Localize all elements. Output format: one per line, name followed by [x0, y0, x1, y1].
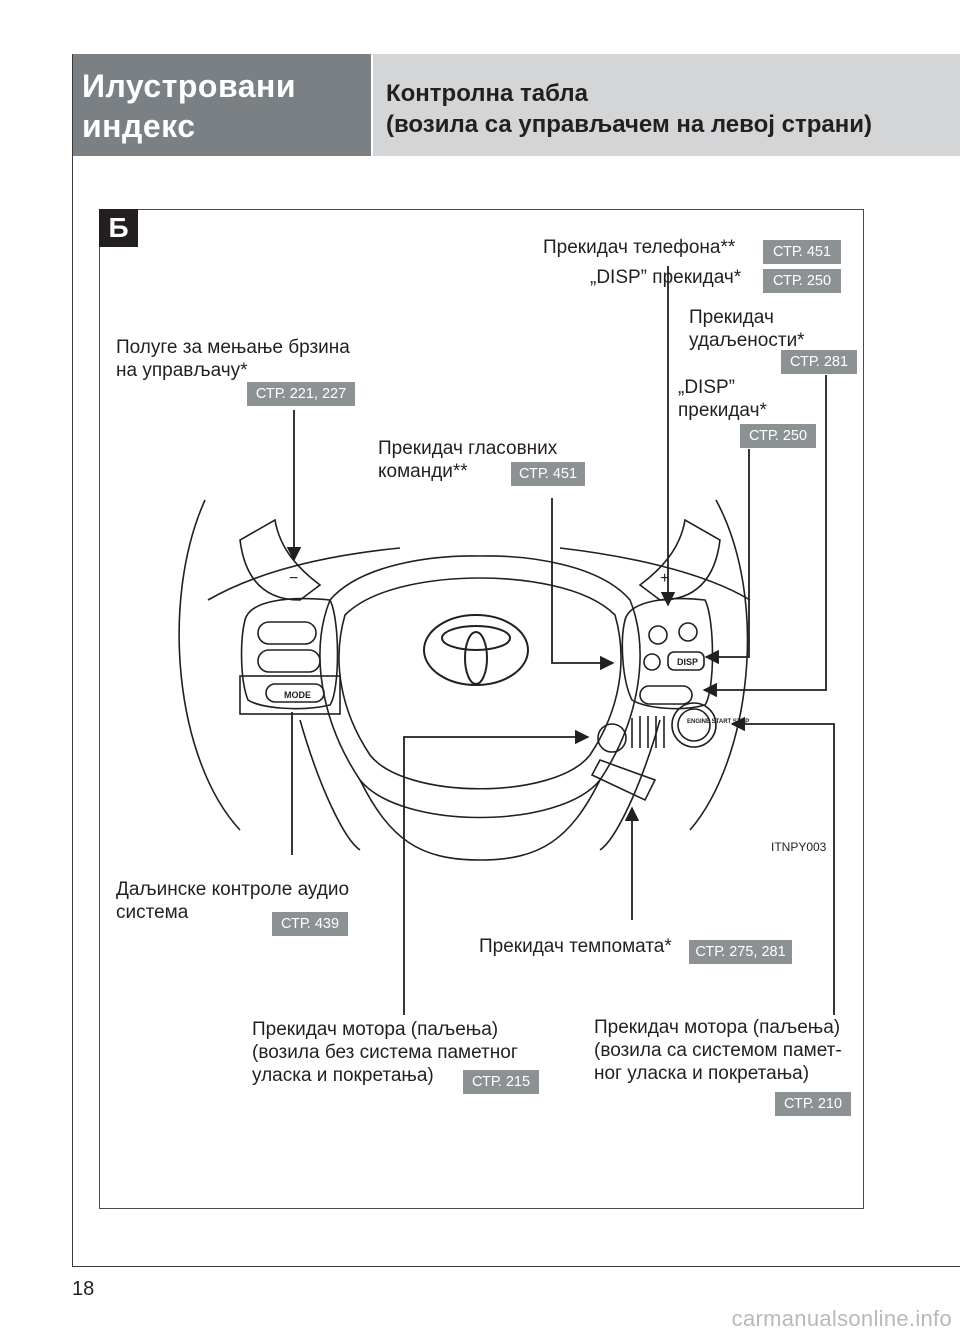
label-cruise-switch: Прекидач темпомата*: [479, 936, 672, 957]
section-title-line2: индекс: [82, 108, 196, 144]
ref-disp-top[interactable]: СТР. 250: [763, 269, 841, 293]
ref-voice[interactable]: СТР. 451: [511, 462, 585, 486]
mode-label: MODE: [284, 690, 311, 700]
label-engine-nosmart-line2: (возила без система паметног: [252, 1042, 518, 1063]
diagram-code: ITNPY003: [771, 840, 827, 854]
label-engine-switch-no-smart: Прекидач мотора (паљења) (возила без сис…: [252, 1018, 518, 1087]
label-distance-line1: Прекидач: [689, 307, 774, 328]
section-header: Илустровани индекс: [73, 54, 371, 156]
panel-letter-tab: Б: [99, 209, 138, 247]
page-number: 18: [72, 1278, 95, 1300]
start-stop-button: [671, 702, 717, 748]
label-audio-line1: Даљинске контроле аудио: [116, 879, 350, 900]
page-title-line1: Контролна табла: [386, 80, 588, 107]
cruise-control-lever: [590, 759, 657, 802]
leader-distance: [702, 375, 827, 698]
left-switch-cluster: [240, 597, 339, 710]
left-paddle: [239, 518, 322, 601]
right-paddle: [638, 518, 721, 601]
label-engine-switch-smart: Прекидач мотора (паљења) (возила са сист…: [594, 1016, 842, 1085]
leader-voice: [551, 498, 615, 671]
steering-wheel: [178, 499, 751, 861]
label-phone-switch: Прекидач телефона**: [543, 237, 736, 258]
label-voice-line2: команди**: [378, 461, 468, 482]
label-engine-smart-line1: Прекидач мотора (паљења): [594, 1017, 841, 1038]
leader-engine-smart: [730, 716, 835, 1015]
paddle-plus: +: [660, 570, 669, 587]
ref-cruise[interactable]: СТР. 275, 281: [689, 940, 792, 964]
leader-disp: [704, 449, 750, 665]
label-paddle-line1: Полуге за мењање брзина: [116, 337, 350, 358]
wheel-markings: MODE DISP ENGINE START STOP − + ITNPY003: [284, 570, 827, 854]
label-disp-line2: прекидач*: [678, 400, 767, 421]
start-stop-label: ENGINE START STOP: [687, 719, 749, 725]
label-audio-remote: Даљинске контроле аудио система: [116, 878, 349, 924]
label-engine-nosmart-line1: Прекидач мотора (паљења): [252, 1019, 499, 1040]
section-title-line1: Илустровани: [82, 68, 297, 104]
leader-lines: [286, 266, 835, 1015]
label-paddle-shifters: Полуге за мењање брзина на управљачу*: [116, 336, 350, 382]
label-engine-smart-line2: (возила са системом памет-: [594, 1040, 842, 1061]
toyota-logo-icon: [423, 614, 529, 686]
section-title: Илустровани индекс: [82, 66, 296, 146]
page-frame-left: [72, 54, 73, 1267]
watermark: carmanualsonline.info: [731, 1306, 952, 1331]
label-voice-line1: Прекидач гласовних: [378, 438, 558, 459]
label-audio-line2: система: [116, 902, 189, 923]
ref-disp[interactable]: СТР. 250: [740, 424, 816, 448]
label-disp-line1: „DISP”: [678, 377, 735, 398]
disp-label: DISP: [677, 657, 698, 667]
ref-phone[interactable]: СТР. 451: [763, 240, 841, 264]
label-voice-switch: Прекидач гласовних команди**: [378, 437, 557, 483]
label-paddle-line2: на управљачу*: [116, 360, 248, 381]
ref-engine-smart[interactable]: СТР. 210: [775, 1092, 851, 1116]
ref-distance[interactable]: СТР. 281: [781, 350, 857, 374]
paddle-minus: −: [289, 570, 298, 587]
label-engine-nosmart-line3: уласка и покретања): [252, 1065, 434, 1086]
ignition-key-cylinder: [597, 723, 627, 753]
diagram-panel: [99, 209, 864, 1209]
label-engine-smart-line3: ног уласка и покретања): [594, 1063, 810, 1084]
ref-audio[interactable]: СТР. 439: [272, 912, 348, 936]
airbag-cover: [319, 555, 641, 819]
page-header: Контролна табла (возила са управљачем на…: [373, 54, 960, 156]
page-frame-bottom: [72, 1266, 960, 1267]
leader-engine-nosmart: [403, 729, 590, 1015]
label-distance-line2: удаљености*: [689, 330, 805, 351]
ref-paddle[interactable]: СТР. 221, 227: [247, 382, 355, 406]
page-title-line2: (возила са управљачем на левој страни): [386, 111, 872, 138]
label-disp-switch: „DISP” прекидач*: [678, 376, 767, 422]
label-distance-switch: Прекидач удаљености*: [689, 306, 805, 352]
audio-controls-highlight: [239, 675, 341, 715]
page-title: Контролна табла (возила са управљачем на…: [386, 78, 872, 140]
label-disp-switch-top: „DISP” прекидач*: [590, 267, 742, 288]
ref-engine-no-smart[interactable]: СТР. 215: [463, 1070, 539, 1094]
